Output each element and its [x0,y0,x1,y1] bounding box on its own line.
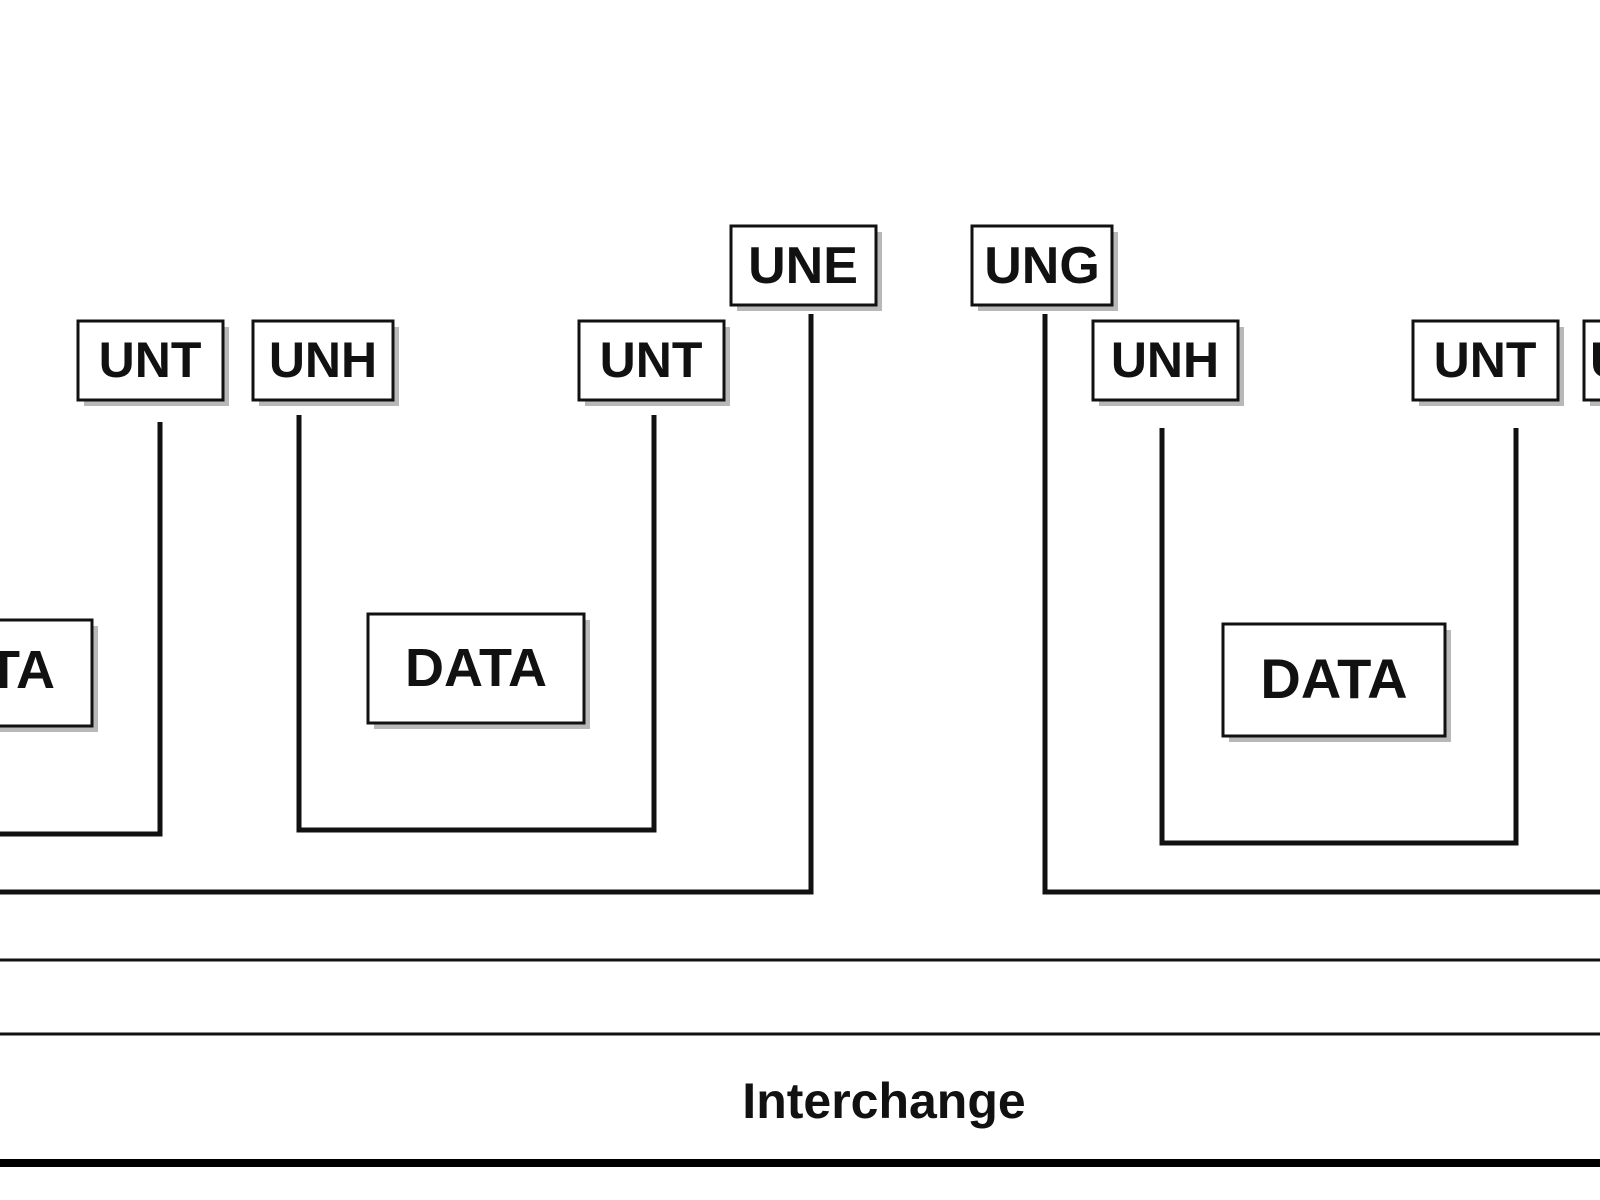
segment-unh-middle: UNH [251,319,399,406]
data-block-right-label: DATA [1260,647,1407,710]
segment-une-label: UNE [748,237,858,295]
segment-unt-middle-label: UNT [600,332,703,388]
segment-une: UNE [729,224,882,311]
group-bracket-left [0,314,814,895]
segment-unh-right-label: UNH [1111,332,1219,388]
message-bracket-left [0,422,163,837]
data-block-middle: DATA [366,612,590,729]
segment-partial-right: U [1582,319,1600,406]
message-bracket-middle [296,415,657,833]
data-block-left-partial: DATA [0,618,98,732]
segment-ung: UNG [970,224,1118,311]
group-bracket-right [1042,314,1600,895]
interchange-label: Interchange [742,1073,1025,1129]
data-block-left-partial-label: DATA [0,640,55,700]
segment-unh-right: UNH [1091,319,1244,406]
data-block-middle-label: DATA [405,638,547,698]
segment-unh-middle-label: UNH [269,332,377,388]
segment-unt-right-label: UNT [1434,332,1537,388]
segment-unt-left-label: UNT [99,332,202,388]
segment-unt-middle: UNT [577,319,730,406]
segment-unt-left: UNT [76,319,229,406]
segment-ung-label: UNG [984,237,1100,295]
segment-partial-right-label: U [1590,332,1600,388]
message-bracket-right [1159,428,1519,846]
data-block-right: DATA [1221,622,1451,742]
segment-unt-right: UNT [1411,319,1564,406]
